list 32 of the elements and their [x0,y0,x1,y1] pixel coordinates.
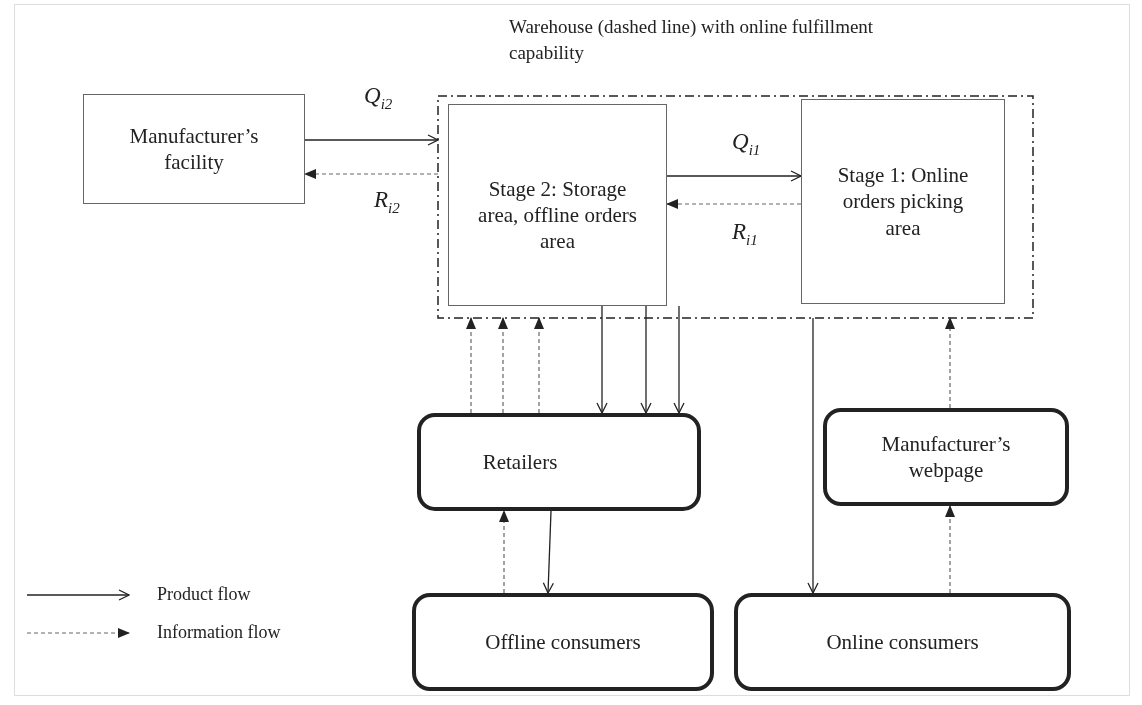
box-label: Online consumers [826,628,979,656]
box-label: Retailers [482,448,558,476]
product-flow-arrow [807,317,819,594]
information-flow-arrow [945,505,955,594]
legend-label: Information flow [157,622,281,643]
rounded-box [417,413,701,511]
box-label: Offline consumers [485,628,641,656]
product-flow-arrow [596,305,608,414]
product-flow-arrow [640,305,652,414]
product-flow-arrow [304,134,439,146]
information-flow-arrow [534,317,544,414]
information-flow-arrow [666,199,802,209]
information-flow-arrow [499,510,509,594]
process-box [448,104,667,306]
boundary-heading: Warehouse (dashed line) with online fulfillment capability [509,15,875,65]
box-label: Manufacturer’s webpage [880,430,1012,484]
box-label: Manufacturer’s facility [128,122,260,176]
box-label: Stage 1: Online orders picking area [836,162,970,241]
rounded-box [734,593,1071,691]
information-flow-arrow [304,169,439,179]
information-flow-arrow [945,317,955,409]
information-flow-arrow [498,317,508,414]
product-flow-arrow [673,305,685,414]
box-label: Stage 2: Storage area, offline orders area [477,175,638,255]
rounded-box [412,593,714,691]
rounded-box [823,408,1069,506]
information-flow-arrow [466,317,476,414]
product-flow-arrow [542,510,554,594]
process-box [83,94,305,204]
product-flow-arrow [666,170,802,182]
process-box [801,99,1005,304]
legend-label: Product flow [157,584,251,605]
